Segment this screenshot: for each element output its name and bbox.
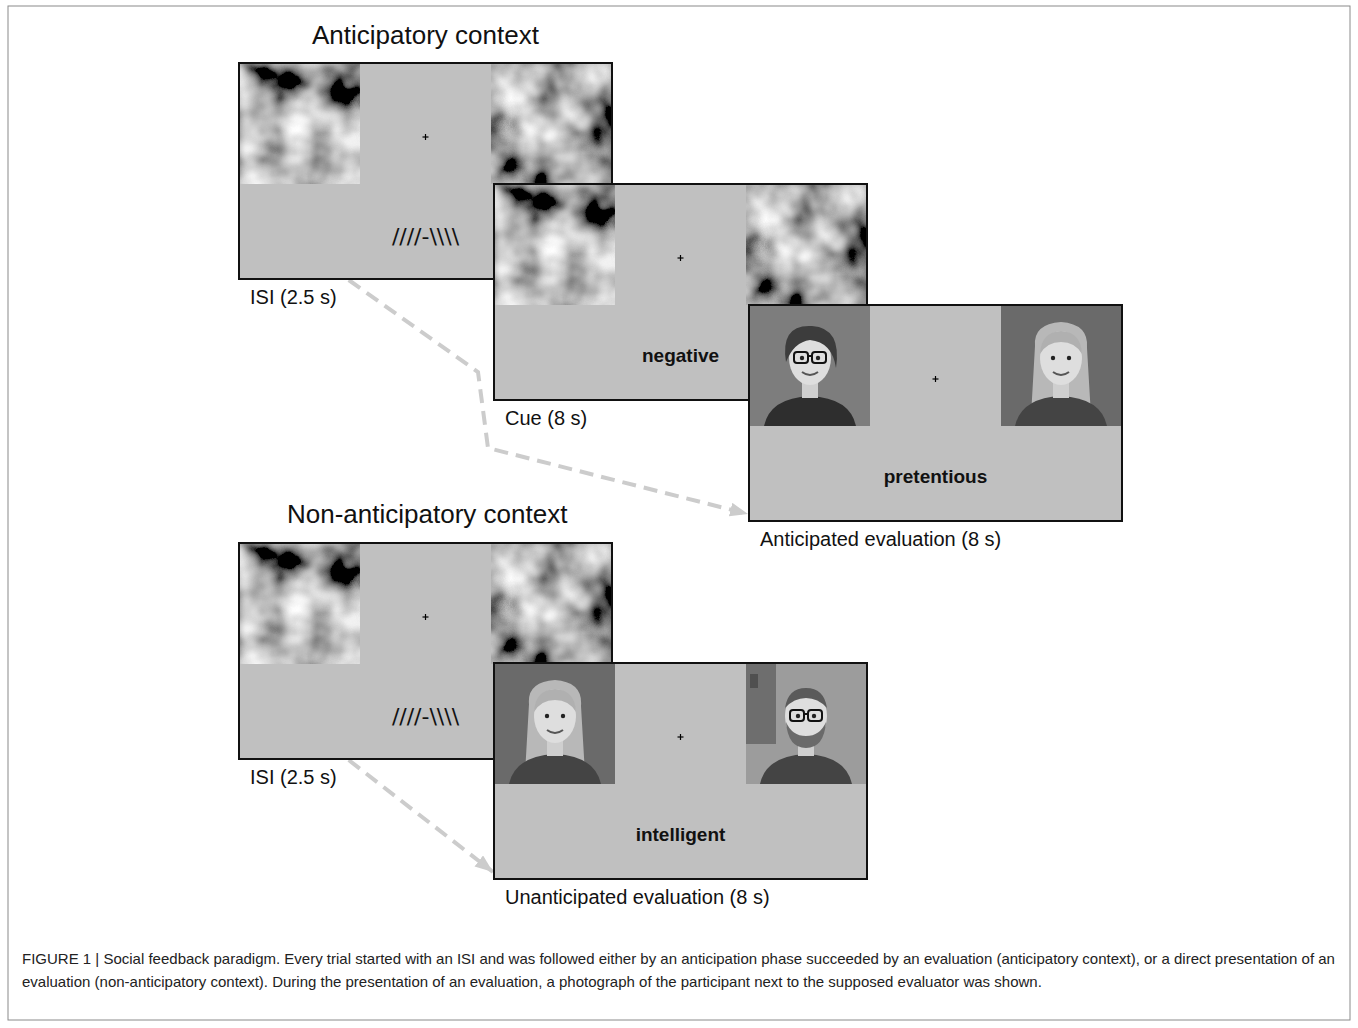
noise-image	[240, 64, 360, 184]
noise-image	[491, 544, 611, 664]
phase-label: ISI (2.5 s)	[250, 286, 337, 309]
noise-image	[491, 64, 611, 184]
screen-word: pretentious	[750, 466, 1121, 488]
face-photo	[750, 306, 870, 426]
figure-caption: FIGURE 1 | Social feedback paradigm. Eve…	[22, 948, 1338, 993]
phase-label: Cue (8 s)	[505, 407, 587, 430]
face-photo	[495, 664, 615, 784]
fixation-cross	[423, 134, 429, 140]
fixation-cross	[933, 376, 939, 382]
screen-frame: pretentiousAnticipated evaluation (8 s)	[748, 304, 1123, 522]
dashed-arrow	[349, 760, 493, 872]
screen-illustration	[495, 664, 866, 878]
noise-image	[240, 544, 360, 664]
phase-label: ISI (2.5 s)	[250, 766, 337, 789]
section-title: Anticipatory context	[312, 20, 539, 51]
fixation-cross	[678, 255, 684, 261]
section-title: Non-anticipatory context	[287, 499, 567, 530]
fixation-cross	[678, 734, 684, 740]
figure-border	[8, 6, 1350, 1020]
screen-frame: intelligentUnanticipated evaluation (8 s…	[493, 662, 868, 880]
phase-label: Unanticipated evaluation (8 s)	[505, 886, 770, 909]
face-photo	[1001, 306, 1121, 426]
screen-word: intelligent	[495, 824, 866, 846]
noise-image	[746, 185, 866, 305]
noise-image	[495, 185, 615, 305]
fixation-cross	[423, 614, 429, 620]
phase-label: Anticipated evaluation (8 s)	[760, 528, 1001, 551]
face-photo	[746, 664, 866, 784]
screen-illustration	[750, 306, 1121, 520]
